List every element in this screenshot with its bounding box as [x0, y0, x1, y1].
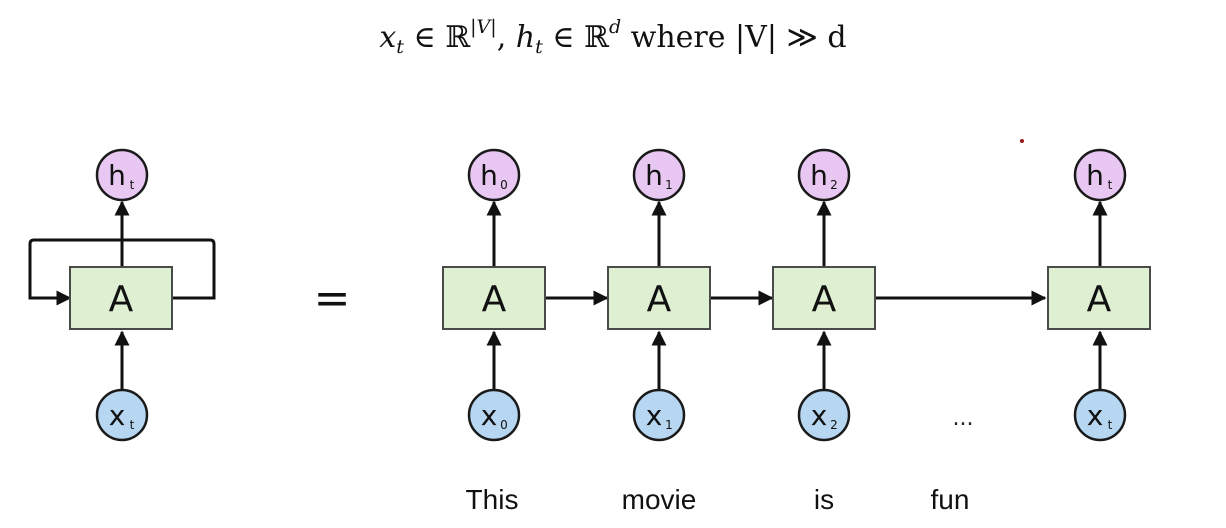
- time-step-2: h 2 A x 2 is: [772, 148, 876, 515]
- hidden-letter-0: h: [480, 159, 498, 192]
- cell-label-1: A: [647, 279, 672, 320]
- cell-box-2: [772, 266, 876, 330]
- formula-h-sub: t: [535, 36, 543, 58]
- hidden-sub-t: t: [1108, 178, 1113, 192]
- cell-label-2: A: [812, 279, 837, 320]
- cell-label-t: A: [1087, 279, 1112, 320]
- time-step-0: h 0 A x 0 This: [442, 148, 546, 515]
- unrolled-rnn: h 0 A x 0 This h 1 A x 1 movie: [442, 148, 1151, 515]
- formula: xt ∈ ℝ|V|, ht ∈ ℝd where |V| ≫ d: [0, 18, 1226, 58]
- folded-input-letter: x: [109, 399, 126, 432]
- input-node-t: [1073, 388, 1127, 442]
- ellipsis: ...: [953, 406, 974, 431]
- input-sub-1: 1: [665, 418, 673, 432]
- input-letter-t: x: [1087, 399, 1104, 432]
- formula-d-sup: d: [608, 16, 622, 38]
- formula-reals-1: ℝ: [445, 20, 471, 55]
- formula-vocab-sup: |V|: [470, 16, 497, 38]
- formula-reals-2: ℝ: [584, 20, 609, 55]
- hidden-sub-2: 2: [830, 178, 838, 192]
- hidden-letter-t: h: [1086, 159, 1104, 192]
- folded-cell-label: A: [109, 279, 134, 320]
- hidden-sub-1: 1: [665, 178, 673, 192]
- folded-hidden-letter: h: [108, 159, 126, 192]
- time-step-1: h 1 A x 1 movie: [607, 148, 711, 515]
- folded-input-node: [95, 388, 149, 442]
- formula-x: x: [379, 20, 397, 55]
- word-1: movie: [622, 484, 697, 515]
- hidden-letter-1: h: [645, 159, 663, 192]
- folded-rnn: h t A x t: [28, 148, 216, 442]
- formula-in-2: ∈: [542, 20, 585, 55]
- folded-hidden-sub: t: [130, 178, 135, 192]
- word-fun: fun: [931, 484, 970, 515]
- formula-h: h: [515, 20, 536, 55]
- time-step-t: h t A x t: [1047, 148, 1151, 442]
- word-2: is: [814, 484, 834, 515]
- input-node-1: [632, 388, 686, 442]
- cell-box-0: [442, 266, 546, 330]
- input-node-0: [467, 388, 521, 442]
- hidden-node-2: [797, 148, 851, 202]
- formula-comma: ,: [496, 20, 516, 55]
- input-letter-2: x: [811, 399, 828, 432]
- folded-input-sub: t: [130, 418, 135, 432]
- input-letter-1: x: [646, 399, 663, 432]
- formula-in-1: ∈: [403, 20, 446, 55]
- input-letter-0: x: [481, 399, 498, 432]
- equals-sign: =: [314, 273, 351, 324]
- input-sub-t: t: [1108, 418, 1113, 432]
- cell-box-t: [1047, 266, 1151, 330]
- input-sub-2: 2: [830, 418, 838, 432]
- cell-box-1: [607, 266, 711, 330]
- hidden-node-0: [467, 148, 521, 202]
- formula-x-sub: t: [396, 36, 404, 58]
- hidden-sub-0: 0: [500, 178, 508, 192]
- input-sub-0: 0: [500, 418, 508, 432]
- folded-cell-box: [69, 266, 173, 330]
- marker-dot: [1020, 139, 1024, 143]
- hidden-node-t: [1073, 148, 1127, 202]
- folded-hidden-node: [95, 148, 149, 202]
- cell-label-0: A: [482, 279, 507, 320]
- hidden-letter-2: h: [810, 159, 828, 192]
- input-node-2: [797, 388, 851, 442]
- hidden-node-1: [632, 148, 686, 202]
- word-0: This: [466, 484, 519, 515]
- formula-tail: where |V| ≫ d: [621, 20, 847, 55]
